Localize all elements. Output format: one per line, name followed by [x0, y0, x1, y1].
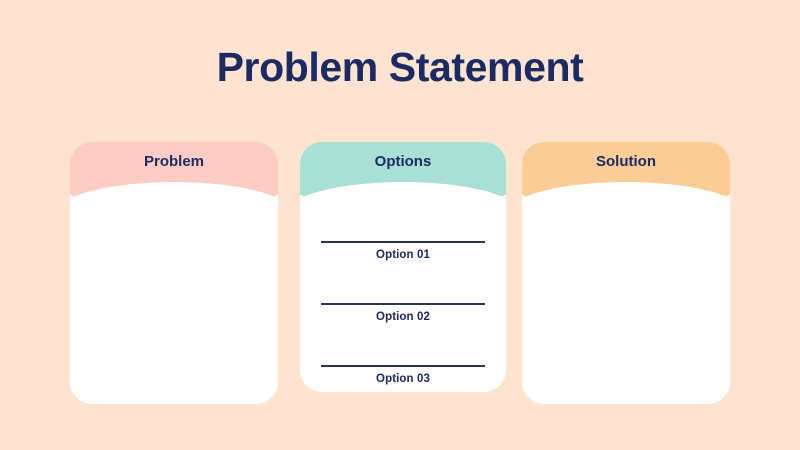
card-options-title: Options — [374, 153, 432, 170]
card-options-header — [300, 142, 506, 242]
option-divider — [321, 303, 485, 305]
card-solution-header-carve — [522, 182, 730, 242]
card-problem[interactable]: Problem — [70, 142, 278, 404]
card-solution-title: Solution — [596, 153, 656, 170]
card-solution[interactable]: Solution — [522, 142, 730, 404]
card-problem-header-carve — [70, 182, 278, 242]
card-solution-header — [522, 142, 730, 242]
option-divider — [321, 365, 485, 367]
page-title: Problem Statement — [216, 44, 584, 90]
card-problem-header — [70, 142, 278, 242]
list-item[interactable]: Option 01 — [321, 241, 485, 303]
card-options[interactable]: Options Option 01 Option 02 Option 03 — [300, 142, 506, 392]
option-label: Option 03 — [376, 372, 430, 385]
list-item[interactable]: Option 02 — [321, 303, 485, 365]
list-item[interactable]: Option 03 — [321, 365, 485, 392]
options-list: Option 01 Option 02 Option 03 — [321, 241, 485, 392]
option-divider — [321, 241, 485, 243]
card-problem-title: Problem — [143, 153, 204, 170]
option-label: Option 02 — [376, 310, 430, 323]
card-options-header-carve — [300, 182, 506, 242]
option-label: Option 01 — [376, 248, 430, 261]
